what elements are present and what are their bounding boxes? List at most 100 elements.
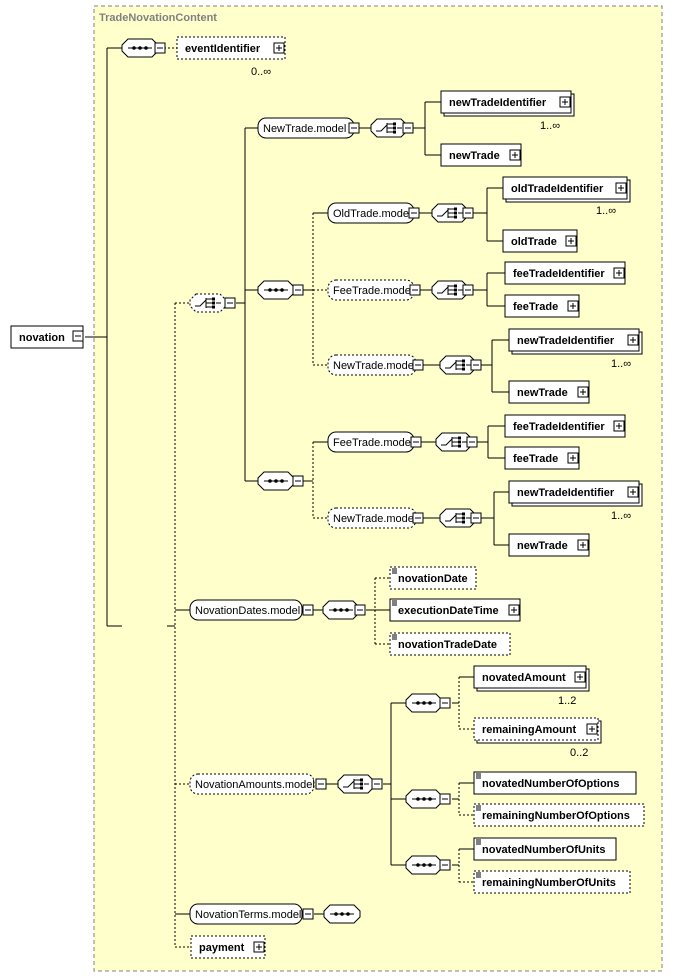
choice-icon [343,780,355,788]
element-novatedNumberOfUnits-label: novatedNumberOfUnits [482,844,605,856]
element-remainingNumberOfUnits [473,870,631,894]
choice-icon [454,292,457,296]
element-novatedAmount [473,665,587,689]
element-oldTradeIdentifier-cardinality: 1..∞ [596,205,616,217]
sequence-icon [274,288,278,292]
element-feeTradeIdentifier-label: feeTradeIdentifier [513,268,605,280]
element-feeTrade-2 [504,446,580,470]
sequence-icon [268,288,272,292]
sequence-icon [428,701,432,705]
sequence-icon [345,608,349,612]
choice-icon [454,207,457,211]
element-feeTrade-2-label: feeTrade [513,453,558,465]
group-newtrade-model-dashed [327,354,417,376]
choice-icon [437,286,449,294]
element-oldTradeIdentifier [502,176,628,200]
schema-nodes: novationeventIdentifier0..∞NewTrade.mode… [10,36,645,959]
element-novatedAmount-cardinality: 1..2 [558,695,576,707]
container-title: TradeNovationContent [99,12,217,24]
sequence-icon [339,608,343,612]
group-oldtrade-model-label: OldTrade.model [333,208,411,220]
element-eventIdentifier-cardinality: 0..∞ [251,66,271,78]
sequence-icon [144,46,148,50]
element-remainingAmount [473,717,599,741]
element-oldTradeIdentifier-label: oldTradeIdentifier [511,183,604,195]
choice-icon [393,126,396,130]
element-novatedNumberOfOptions-label: novatedNumberOfOptions [482,778,620,790]
group-newtrade-model-label: NewTrade.model [263,123,346,135]
element-newTrade-2 [508,380,590,404]
group-newtrade-model-dashed-2-label: NewTrade.model [333,513,416,525]
sequence-icon [340,912,344,916]
element-novationDate [389,566,477,590]
element-novationTradeDate-label: novationTradeDate [398,639,497,651]
sequence-icon [422,863,426,867]
choice-icon [445,514,457,522]
group-novationterms-model [189,903,303,925]
sequence-icon [138,46,142,50]
element-remainingNumberOfOptions [473,803,645,827]
element-newTradeIdentifier-2 [508,328,640,352]
element-remainingNumberOfOptions-label: remainingNumberOfOptions [482,810,630,822]
sequence-icon [428,863,432,867]
element-eventIdentifier [176,36,286,60]
element-newTradeIdentifier-3-label: newTradeIdentifier [517,487,615,499]
choice-icon [454,211,457,215]
choice-icon [458,440,461,444]
element-newTradeIdentifier-2-label: newTradeIdentifier [517,335,615,347]
element-newTradeIdentifier-3-cardinality: 1..∞ [611,510,631,522]
group-newtrade-model-dashed-label: NewTrade.model [333,360,416,372]
element-oldTrade-label: oldTrade [511,236,557,248]
group-novationamounts-model [189,773,315,795]
element-remainingNumberOfUnits-label: remainingNumberOfUnits [482,877,616,889]
choice-icon [393,122,396,126]
choice-icon [212,301,215,305]
choice-icon [360,782,363,786]
choice-icon [454,215,457,219]
element-feeTradeIdentifier-2-label: feeTradeIdentifier [513,421,605,433]
choice-icon [212,297,215,301]
group-novationdates-model [189,599,303,621]
choice-icon [360,778,363,782]
element-newTrade-label: newTrade [449,150,500,162]
sequence-icon [416,863,420,867]
choice-icon [445,361,457,369]
element-payment [190,935,266,959]
element-newTradeIdentifier [440,90,572,114]
sequence-icon [280,479,284,483]
element-newTrade [440,143,522,167]
choice-icon [462,520,465,524]
group-novationdates-model-label: NovationDates.model [195,605,300,617]
element-newTradeIdentifier-3 [508,480,640,504]
element-newTrade-3-label: newTrade [517,540,568,552]
sequence-icon [422,797,426,801]
group-feetrade-model-dashed-label: FeeTrade.model [333,285,413,297]
element-feeTrade [504,294,580,318]
group-novationterms-model-label: NovationTerms.model [195,909,301,921]
sequence-icon [428,797,432,801]
sequence-icon [416,701,420,705]
element-newTradeIdentifier-label: newTradeIdentifier [449,97,547,109]
choice-icon [462,363,465,367]
element-novationTradeDate [389,632,511,656]
group-feetrade-model-label: FeeTrade.model [333,437,413,449]
element-novatedNumberOfUnits [473,837,617,861]
sequence-icon [334,912,338,916]
choice-icon [441,438,453,446]
element-feeTradeIdentifier-2 [504,414,626,438]
choice-icon [462,367,465,371]
element-remainingAmount-label: remainingAmount [482,724,576,736]
element-novatedAmount-label: novatedAmount [482,672,566,684]
element-newTradeIdentifier-2-cardinality: 1..∞ [611,358,631,370]
element-novatedNumberOfOptions [473,771,637,795]
choice-icon [393,130,396,134]
sequence-icon [268,479,272,483]
element-newTrade-3 [508,533,590,557]
choice-icon [454,288,457,292]
sequence-icon [416,797,420,801]
choice-icon [462,359,465,363]
sequence-icon [274,479,278,483]
sequence-icon [422,701,426,705]
element-eventIdentifier-label: eventIdentifier [185,43,261,55]
